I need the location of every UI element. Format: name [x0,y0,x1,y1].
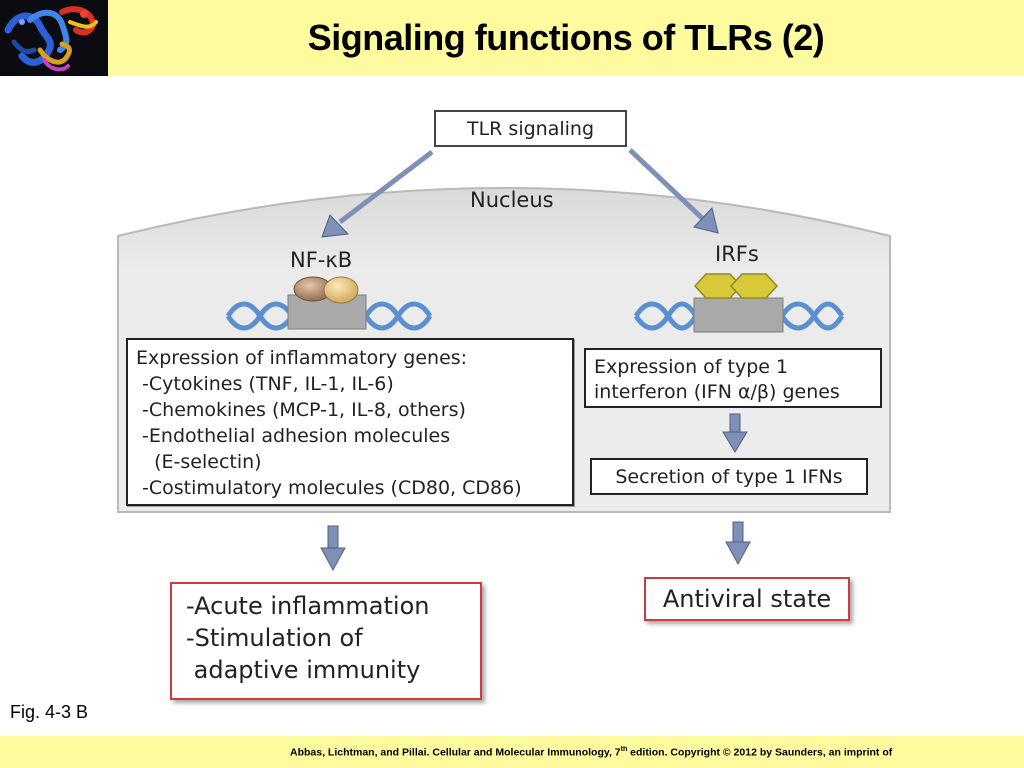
arrow-ifn-to-secretion [722,413,748,453]
inflammatory-genes-box: Expression of inflammatory genes: -Cytok… [126,338,574,506]
outcome-line: adaptive immunity [186,656,421,684]
nfkb-dna-block [287,294,367,330]
inflammatory-line: -Cytokines (TNF, IL-1, IL-6) [136,373,394,395]
interferon-line: Expression of type 1 [594,356,789,378]
page-title: Signaling functions of TLRs (2) [307,17,825,58]
title-banner: Signaling functions of TLRs (2) [0,0,1024,76]
protein-structure-logo [0,0,108,76]
credit-superscript: th [620,746,628,753]
inflammatory-line: -Costimulatory molecules (CD80, CD86) [136,477,522,499]
dna-helix-right [633,301,845,331]
inflammatory-line: (E-selectin) [136,451,262,473]
inflammatory-line: -Endothelial adhesion molecules [136,425,451,447]
nucleus-label: Nucleus [470,188,554,212]
inflammatory-line: -Chemokines (MCP-1, IL-8, others) [136,399,466,421]
tlr-signaling-box: TLR signaling [434,110,627,147]
outcome-line: -Acute inflammation [186,592,430,620]
secretion-box: Secretion of type 1 IFNs [590,458,868,495]
inflammation-outcome-box: -Acute inflammation -Stimulation of adap… [170,582,482,700]
credit-main: Abbas, Lichtman, and Pillai. Cellular an… [290,746,621,759]
irf-hexagon-right [729,273,779,299]
nfkb-subunit-right [323,276,359,304]
outcome-line: -Stimulation of [186,624,363,652]
interferon-line: interferon (IFN α/β) genes [594,381,840,403]
dna-helix-left [225,301,433,331]
arrow-to-antiviral [725,521,751,566]
arrow-to-irfs [628,148,719,234]
arrow-to-nfkb [321,150,434,238]
arrow-to-inflammation [320,525,346,572]
irfs-label: IRFs [715,242,759,266]
interferon-genes-box: Expression of type 1 interferon (IFN α/β… [584,348,882,408]
inflammatory-line: Expression of inflammatory genes: [136,347,468,369]
footer-banner: Abbas, Lichtman, and Pillai. Cellular an… [0,736,1024,768]
irf-dna-block [693,297,784,333]
figure-label: Fig. 4-3 B [10,702,89,722]
antiviral-outcome-box: Antiviral state [644,577,850,621]
credit-rest: edition. Copyright © 2012 by Saunders, a… [627,746,893,759]
nfkb-label: NF-κB [290,248,353,272]
copyright-credit: Abbas, Lichtman, and Pillai. Cellular an… [290,746,1024,759]
